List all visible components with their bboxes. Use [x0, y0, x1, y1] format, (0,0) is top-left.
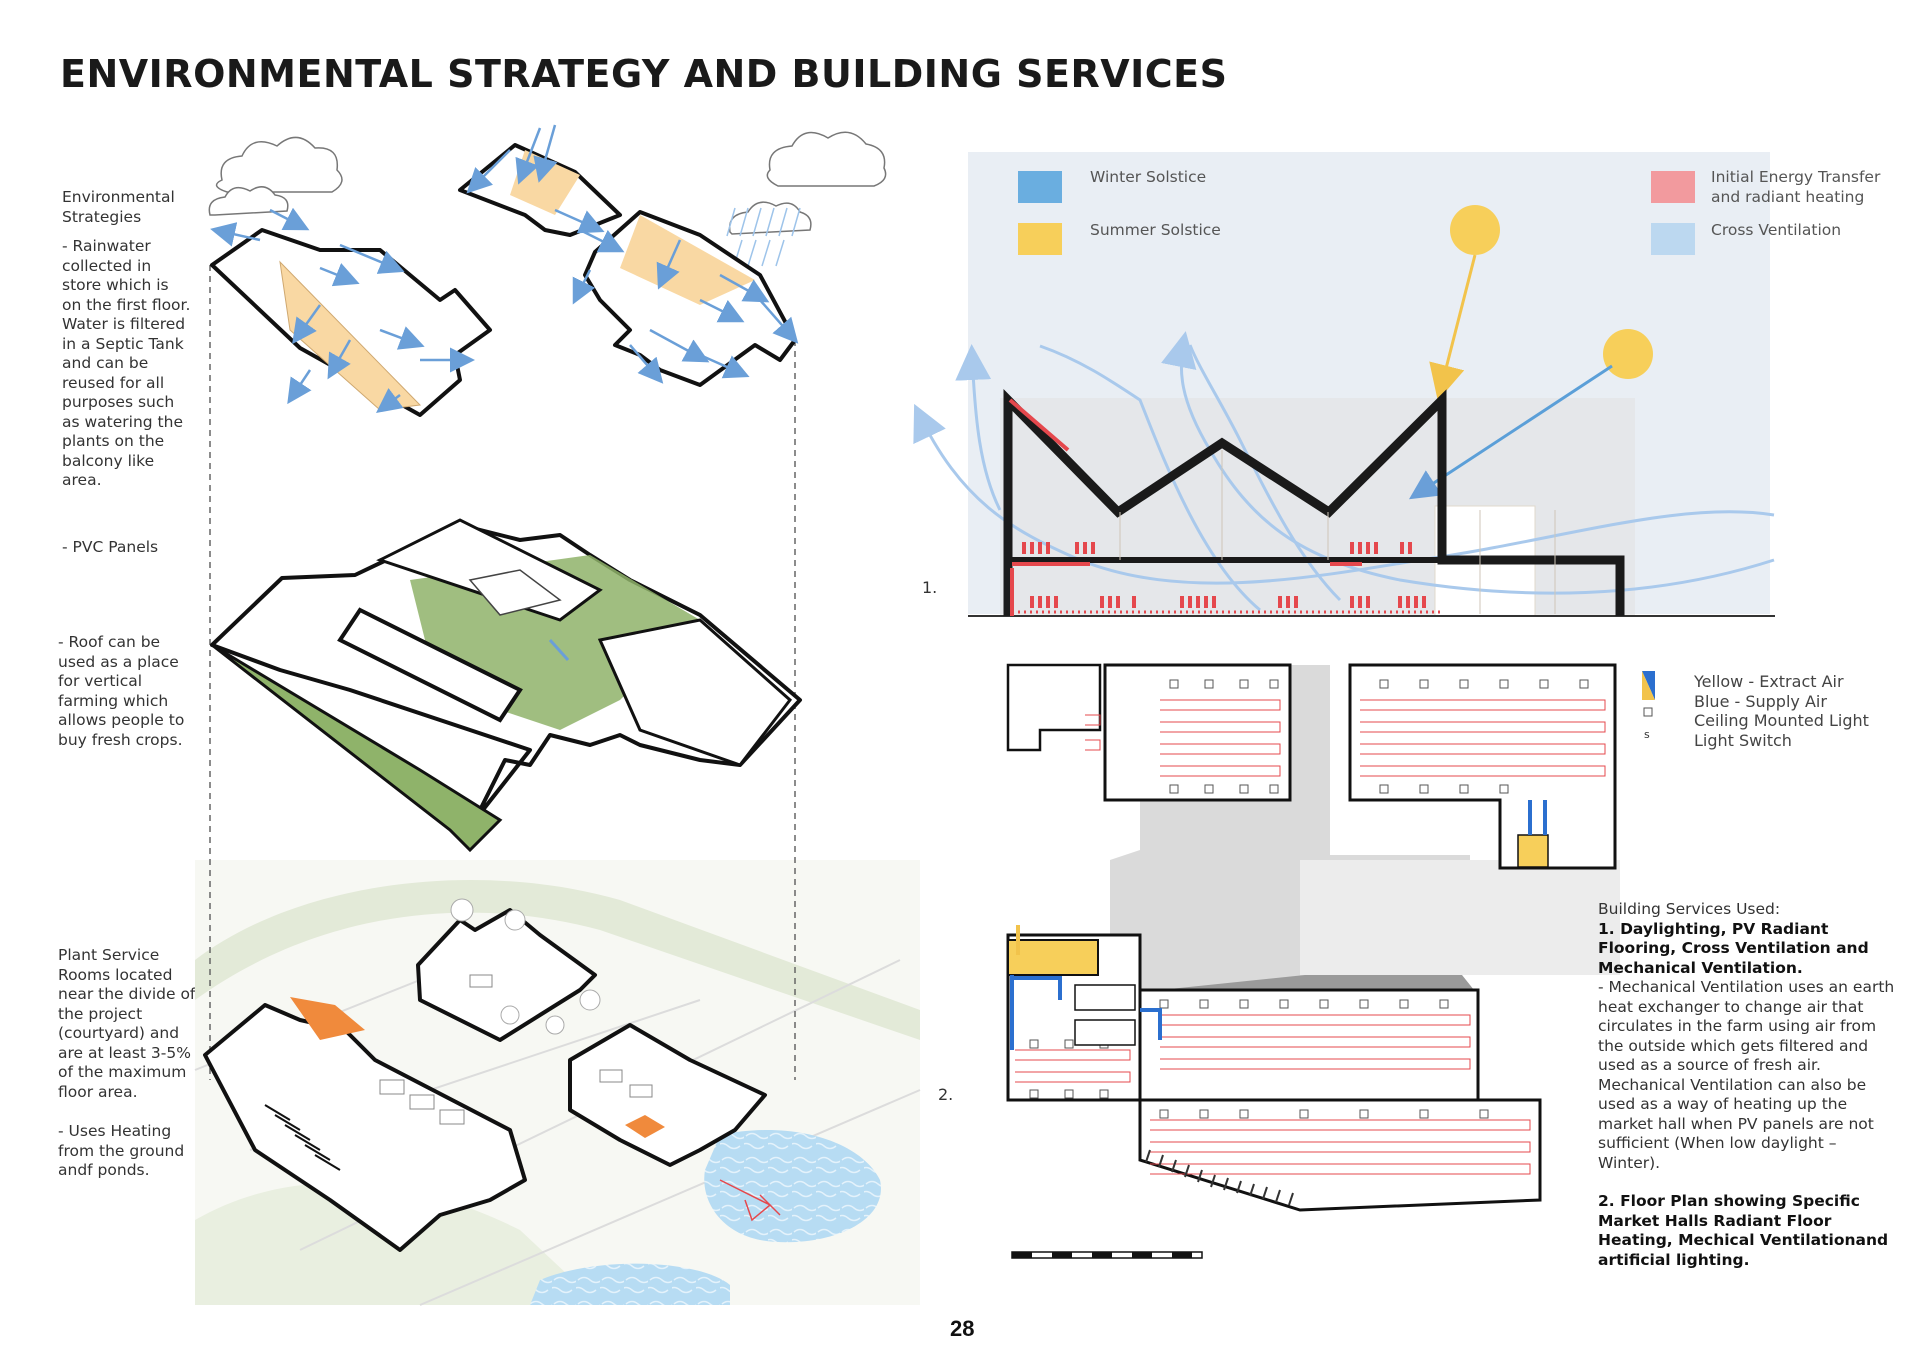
legend-energy-label: Initial Energy Transfer and radiant heat… — [1711, 168, 1881, 206]
legend-swatch-summer — [1018, 223, 1062, 255]
pond-heating-pipes — [719, 1179, 781, 1222]
notes-heading: Environmental Strategies — [62, 188, 175, 226]
airflow-arrows — [210, 124, 799, 413]
winter-sun-icon — [1603, 329, 1653, 379]
roof-layer — [210, 143, 797, 417]
summer-sun-ray — [1429, 254, 1477, 401]
green-roof-layer — [210, 518, 802, 853]
axonometric-diagram — [194, 124, 921, 1306]
scale-bar — [1011, 1251, 1203, 1259]
projection-guides — [209, 265, 796, 1080]
key-light-switch: Light Switch — [1694, 730, 1792, 750]
pond-south — [530, 1263, 730, 1305]
extract-air-duct — [1007, 939, 1099, 976]
section-frame-lines — [1119, 450, 1556, 614]
cloud-icon — [215, 136, 343, 193]
notes-top: Environmental Strategies - Rainwater col… — [62, 188, 192, 501]
note-roof: - Roof can be used as a place for vertic… — [58, 633, 185, 749]
cloud-icon — [728, 201, 812, 235]
plan-key: Yellow - Extract Air Blue - Supply Air C… — [1694, 672, 1869, 750]
plant-room-west — [290, 997, 365, 1040]
extract-air-icon — [1642, 671, 1655, 700]
legend-swatch-cross — [1651, 223, 1695, 255]
note-rainwater: - Rainwater collected in store which is … — [62, 237, 191, 489]
section-diagram — [913, 152, 1775, 617]
legend-winter-label: Winter Solstice — [1090, 168, 1207, 186]
note-pvc: - PVC Panels — [62, 538, 159, 556]
note-heating: - Uses Heating from the ground andf pond… — [58, 1122, 185, 1179]
ground-floor-layer — [203, 898, 767, 1252]
key-ceiling-light: Ceiling Mounted Light — [1694, 711, 1869, 730]
floor-plan — [1006, 663, 1655, 1259]
plant-extract — [1517, 834, 1549, 868]
legend-swatch-winter — [1018, 171, 1062, 203]
cloud-icon — [766, 131, 887, 187]
key-extract-air: Yellow - Extract Air — [1694, 672, 1844, 691]
winter-sun-ray — [1408, 364, 1613, 500]
rain — [726, 207, 801, 267]
radiant-floor-loops — [1015, 699, 1606, 1175]
diagram-label-2: 2. — [938, 1085, 954, 1104]
legend-summer-label: Summer Solstice — [1090, 221, 1221, 239]
key-supply-air: Blue - Supply Air — [1694, 691, 1827, 711]
cloud-icon — [208, 186, 289, 216]
pond-east — [704, 1130, 881, 1243]
services-item1-body: - Mechanical Ventilation uses an earth h… — [1598, 978, 1895, 1172]
radiant-heating-marks — [1022, 542, 1426, 608]
services-item1-title: 1. Daylighting, PV Radiant Flooring, Cro… — [1598, 919, 1869, 977]
plant-room-east — [625, 1115, 665, 1138]
window-ticks — [1145, 1149, 1294, 1206]
services-heading: Building Services Used: — [1598, 900, 1781, 918]
building-services-text: Building Services Used: 1. Daylighting, … — [1598, 900, 1898, 1270]
services-item2-title: 2. Floor Plan showing Specific Market Ha… — [1598, 1192, 1889, 1269]
page-title: ENVIRONMENTAL STRATEGY AND BUILDING SERV… — [60, 52, 1228, 96]
section-outline — [1003, 388, 1625, 616]
cloud-icons — [208, 131, 887, 235]
pv-panel-line — [1008, 398, 1070, 452]
supply-air-duct — [1010, 975, 1162, 1050]
legend-swatch-energy — [1651, 171, 1695, 203]
ceiling-lights — [1029, 679, 1589, 1119]
note-plant: Plant Service Rooms located near the div… — [58, 946, 196, 1101]
legend-cross-label: Cross Ventilation — [1711, 221, 1842, 239]
summer-sun-icon — [1450, 205, 1500, 255]
diagram-label-1: 1. — [922, 578, 938, 597]
page-number: 28 — [950, 1316, 975, 1341]
ceiling-light-icon — [1643, 707, 1653, 717]
light-switch-icon: s — [1644, 728, 1650, 741]
